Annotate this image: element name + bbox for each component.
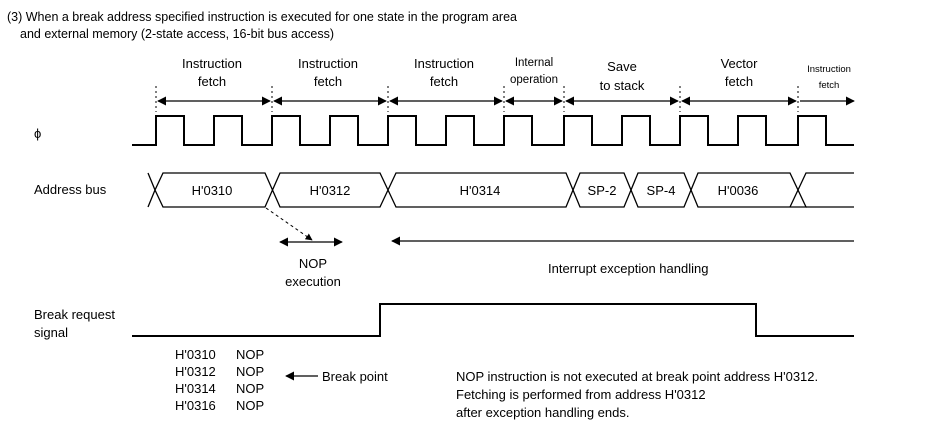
listing-instruction-2: NOP bbox=[236, 381, 264, 396]
address-bus-waveform bbox=[147, 172, 854, 208]
heading-line-1: (3) When a break address specified instr… bbox=[7, 10, 517, 24]
note-line-2: Fetching is performed from address H'031… bbox=[456, 387, 706, 402]
phase-6-line-1: Instruction bbox=[807, 64, 851, 75]
phase-4-line-2: to stack bbox=[600, 78, 645, 93]
address-value-1: H'0312 bbox=[310, 183, 351, 198]
phase-1-line-2: fetch bbox=[314, 74, 342, 89]
phi-clock-waveform bbox=[132, 115, 854, 146]
break-point-label: Break point bbox=[322, 369, 388, 384]
phase-3: Internal operation bbox=[510, 57, 558, 86]
phase-5: Vector fetch bbox=[721, 56, 759, 89]
phase-2-line-1: Instruction bbox=[414, 56, 474, 71]
listing-instruction-3: NOP bbox=[236, 398, 264, 413]
phase-2-line-2: fetch bbox=[430, 74, 458, 89]
heading-line-2: and external memory (2-state access, 16-… bbox=[20, 27, 334, 41]
phase-0-line-2: fetch bbox=[198, 74, 226, 89]
phase-3-line-1: Internal bbox=[515, 57, 553, 69]
instruction-listing: H'0310 NOP H'0312 NOP H'0314 NOP H'0316 … bbox=[175, 347, 264, 413]
phase-5-line-2: fetch bbox=[725, 74, 753, 89]
nop-label: NOP bbox=[299, 256, 327, 271]
phase-boundaries bbox=[155, 86, 799, 112]
break-request-label-line-1: Break request bbox=[34, 307, 115, 322]
interrupt-label: Interrupt exception handling bbox=[548, 261, 708, 276]
address-bus-label: Address bus bbox=[34, 182, 107, 197]
phase-1: Instruction fetch bbox=[298, 56, 358, 89]
phase-3-line-2: operation bbox=[510, 74, 558, 86]
note-line-1: NOP instruction is not executed at break… bbox=[456, 369, 818, 384]
phase-1-line-1: Instruction bbox=[298, 56, 358, 71]
address-value-4: SP-4 bbox=[647, 183, 676, 198]
phase-4-line-1: Save bbox=[607, 59, 637, 74]
address-value-5: H'0036 bbox=[718, 183, 759, 198]
address-value-0: H'0310 bbox=[192, 183, 233, 198]
phase-5-line-1: Vector bbox=[721, 56, 759, 71]
listing-address-2: H'0314 bbox=[175, 381, 216, 396]
phase-2: Instruction fetch bbox=[414, 56, 474, 89]
address-value-2: H'0314 bbox=[460, 183, 501, 198]
listing-address-3: H'0316 bbox=[175, 398, 216, 413]
nop-pointer-arrow bbox=[265, 207, 313, 241]
phase-0: Instruction fetch bbox=[182, 56, 242, 89]
listing-instruction-0: NOP bbox=[236, 347, 264, 362]
break-request-label-line-2: signal bbox=[34, 325, 68, 340]
phase-6-line-2: fetch bbox=[819, 80, 840, 91]
nop-execution-label: execution bbox=[285, 274, 341, 289]
listing-address-0: H'0310 bbox=[175, 347, 216, 362]
address-value-3: SP-2 bbox=[588, 183, 617, 198]
listing-address-1: H'0312 bbox=[175, 364, 216, 379]
listing-instruction-1: NOP bbox=[236, 364, 264, 379]
note-line-3: after exception handling ends. bbox=[456, 405, 629, 420]
phi-label: ϕ bbox=[34, 126, 41, 141]
break-request-waveform bbox=[132, 303, 854, 337]
phase-6: Instruction fetch bbox=[807, 64, 851, 91]
phase-4: Save to stack bbox=[600, 59, 645, 93]
phase-0-line-1: Instruction bbox=[182, 56, 242, 71]
